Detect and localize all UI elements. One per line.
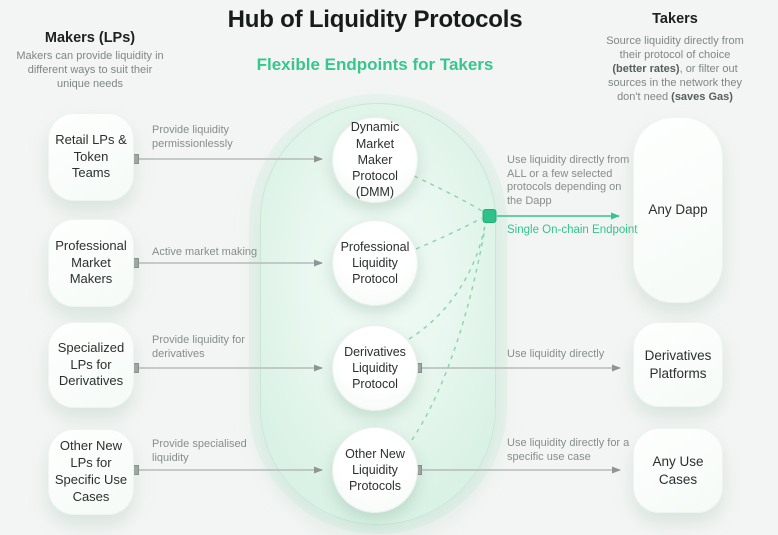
maker-card-retail: Retail LPs & Token Teams	[48, 113, 134, 201]
takers-description-part: , or filter out sources in the network t…	[608, 63, 742, 104]
flow-label-use-liquidity-directly: Use liquidity directly	[507, 348, 605, 360]
takers-description-part: Source liquidity directly from their pro…	[606, 35, 744, 62]
page-title: Hub of Liquidity Protocols	[227, 6, 523, 33]
page-subtitle: Flexible Endpoints for Takers	[256, 55, 494, 74]
protocol-circle-derivatives: Derivatives Liquidity Protocol	[332, 325, 418, 411]
flow-label-provide-liquidity-derivatives: Provide liquidity for derivatives	[152, 334, 245, 360]
maker-card-other: Other New LPs for Specific Use Cases	[48, 429, 134, 515]
maker-card-professional: Professional Market Makers	[48, 219, 134, 307]
takers-description-bold-better-rates: (better rates)	[612, 63, 680, 76]
takers-column-heading: Takers	[652, 11, 698, 27]
flow-label-provide-specialised-liquidity: Provide specialised liquidity	[152, 438, 247, 464]
dashed-link-professional	[415, 217, 483, 250]
protocol-circle-dmm: Dynamic Market Maker Protocol (DMM)	[332, 117, 418, 203]
maker-card-derivatives: Specialized LPs for Derivatives	[48, 322, 134, 408]
endpoint-node-icon	[482, 209, 497, 223]
makers-column-heading: Makers (LPs)	[44, 30, 136, 46]
takers-description-bold-saves-gas: (saves Gas)	[671, 91, 733, 104]
taker-card-derivatives-platforms: Derivatives Platforms	[633, 322, 723, 407]
taker-card-any-dapp: Any Dapp	[633, 117, 723, 303]
dashed-link-dmm	[413, 175, 483, 212]
protocol-circle-professional: Professional Liquidity Protocol	[332, 220, 418, 306]
taker-card-any-use-cases: Any Use Cases	[633, 428, 723, 513]
dashed-link-derivatives	[408, 224, 486, 340]
makers-column-description: Makers can provide liquidity in differen…	[16, 50, 164, 90]
flow-label-use-liquidity-specific-case: Use liquidity directly for a specific us…	[507, 437, 630, 463]
dashed-link-other	[411, 227, 486, 441]
protocol-circle-other: Other New Liquidity Protocols	[332, 427, 418, 513]
endpoint-label: Single On-chain Endpoint	[507, 224, 638, 236]
flow-label-active-market-making: Active market making	[152, 246, 258, 258]
flow-label-provide-liquidity-permissionlessly: Provide liquidity permissionlessly	[152, 124, 233, 150]
takers-column-description: Source liquidity directly from their pro…	[602, 34, 748, 104]
endpoint-note: Use liquidity directly from ALL or a few…	[507, 154, 630, 207]
